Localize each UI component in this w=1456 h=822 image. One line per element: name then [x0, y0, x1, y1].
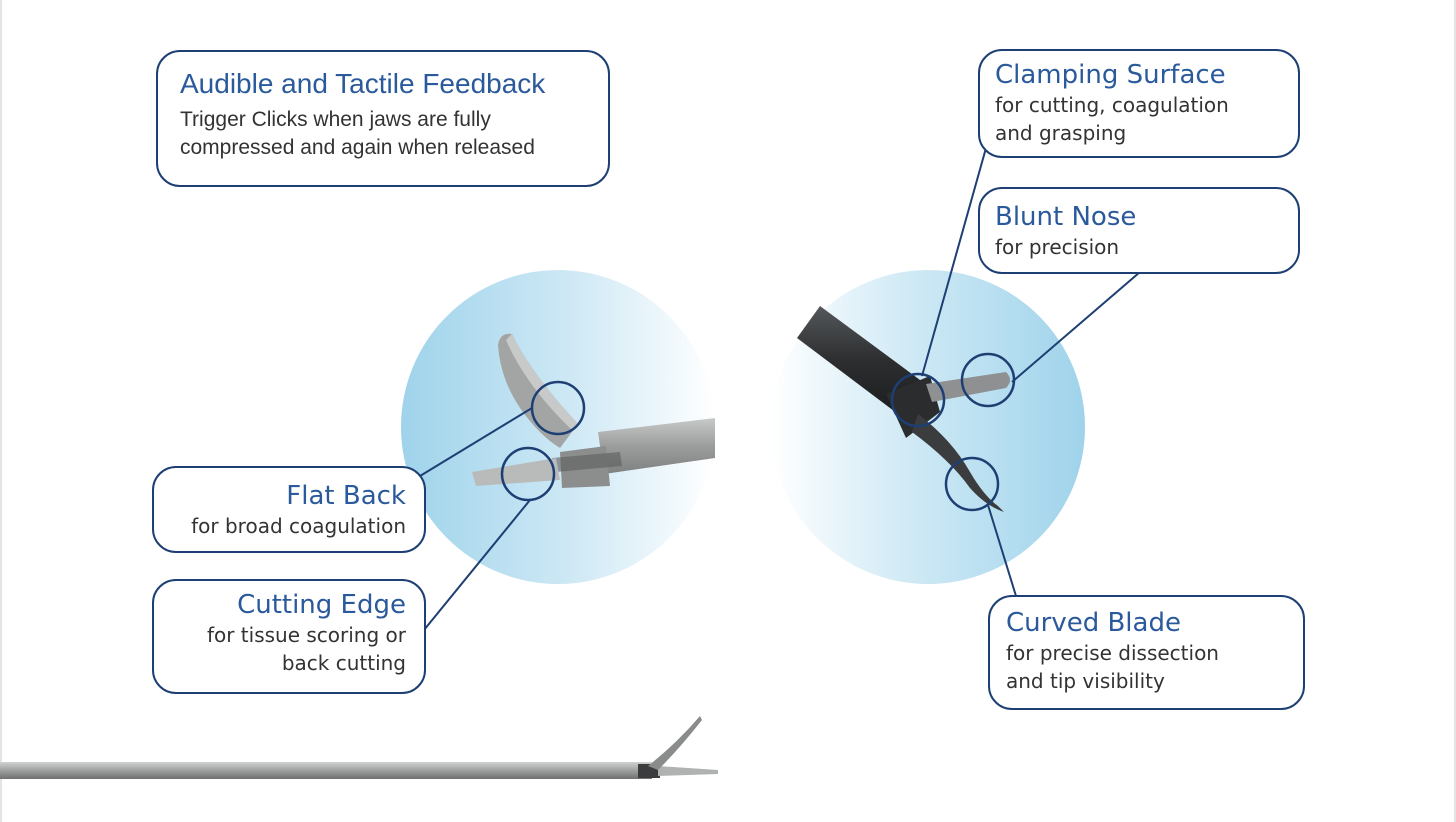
callout-title: Curved Blade — [1006, 608, 1181, 638]
cutting-edge-callout: Cutting Edge for tissue scoring or back … — [152, 579, 426, 694]
blunt-nose-connector — [1011, 271, 1141, 383]
callout-description: for precise dissection and tip visibilit… — [1006, 641, 1219, 693]
cutting-edge-connector — [423, 499, 531, 631]
audible-tactile-feedback-callout: Audible and Tactile Feedback Trigger Cli… — [156, 50, 610, 187]
callout-title: Audible and Tactile Feedback — [180, 68, 546, 99]
left-instrument-tip — [472, 333, 715, 488]
callout-title: Clamping Surface — [995, 60, 1226, 90]
callout-description: for precision — [995, 235, 1120, 259]
full-instrument-shaft — [0, 716, 718, 779]
curved-blade-marker — [944, 456, 1000, 512]
callout-title: Blunt Nose — [995, 202, 1137, 232]
flat-back-connector — [419, 407, 533, 477]
curved-blade-connector — [987, 504, 1017, 597]
callout-description: Trigger Clicks when jaws are fully compr… — [180, 108, 535, 159]
callout-description: for cutting, coagulation and grasping — [995, 93, 1229, 145]
curved-blade-callout: Curved Blade for precise dissection and … — [988, 595, 1305, 710]
cutting-edge-marker — [500, 446, 556, 502]
right-page-edge — [1454, 0, 1456, 822]
callout-title: Cutting Edge — [237, 590, 406, 620]
callout-title: Flat Back — [286, 481, 406, 511]
flat-back-callout: Flat Back for broad coagulation — [152, 466, 426, 553]
clamping-surface-callout: Clamping Surface for cutting, coagulatio… — [978, 49, 1300, 158]
callout-description: for tissue scoring or back cutting — [206, 623, 406, 675]
clamping-surface-connector — [921, 147, 987, 377]
blunt-nose-marker — [960, 352, 1016, 408]
blunt-nose-callout: Blunt Nose for precision — [978, 187, 1300, 274]
left-page-edge — [0, 0, 2, 822]
clamping-surface-marker — [890, 372, 946, 428]
flat-back-marker — [530, 380, 586, 436]
callout-description: for broad coagulation — [191, 514, 406, 538]
